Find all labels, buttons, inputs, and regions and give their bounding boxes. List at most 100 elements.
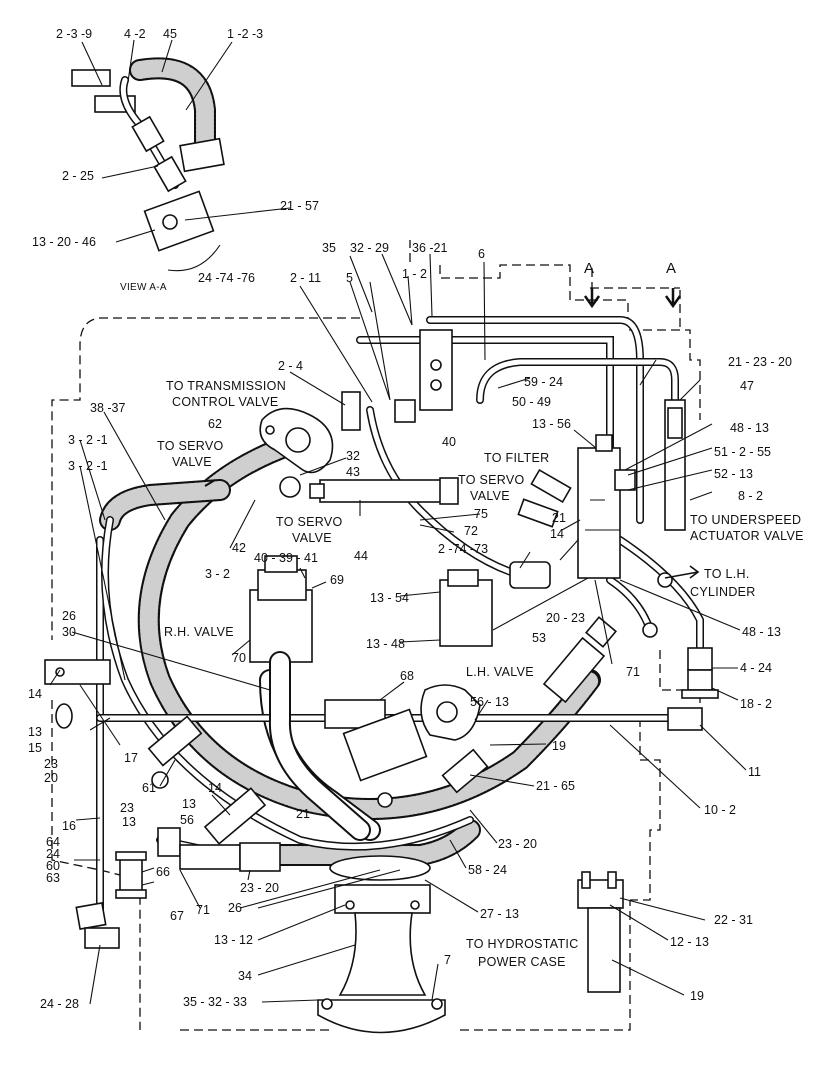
callout: 3 - 2 -1 [68, 433, 108, 447]
callout: 1 - 2 [402, 267, 427, 281]
note-hydrostatic-1: TO HYDROSTATIC [466, 937, 579, 951]
callout: 19 [552, 739, 566, 753]
components [44, 288, 719, 1034]
callout: 59 - 24 [524, 375, 563, 389]
callouts-top: 35 32 - 29 36 -21 1 - 2 6 24 -74 -76 2 -… [198, 241, 792, 503]
note-servo-a-1: TO SERVO [157, 439, 224, 453]
callout: 47 [740, 379, 754, 393]
callout: 21 - 23 - 20 [728, 355, 792, 369]
callout: 64 [46, 835, 60, 849]
note-transmission-1: TO TRANSMISSION [166, 379, 286, 393]
callout: 48 - 13 [742, 625, 781, 639]
callout: 40 - 39 - 41 [254, 551, 318, 565]
label-view-2-25: 2 - 25 [62, 169, 94, 183]
callout: 52 - 13 [714, 467, 753, 481]
label-view-13-20-46: 13 - 20 - 46 [32, 235, 96, 249]
callout: 13 - 48 [366, 637, 405, 651]
note-underspeed-1: TO UNDERSPEED [690, 513, 801, 527]
callout: 6 [478, 247, 485, 261]
callout: 19 [690, 989, 704, 1003]
callout: 60 [46, 859, 60, 873]
callout: 14 [550, 527, 564, 541]
callout: 58 - 24 [468, 863, 507, 877]
callout: 42 [232, 541, 246, 555]
callout: 63 [46, 871, 60, 885]
callout: 48 - 13 [730, 421, 769, 435]
callout: 18 - 2 [740, 697, 772, 711]
note-filter: TO FILTER [484, 451, 549, 465]
callout: 23 [44, 757, 58, 771]
note-servo-b-1: TO SERVO [276, 515, 343, 529]
view-labels: 2 -3 -9 4 -2 45 1 -2 -3 2 - 25 21 - 57 1… [32, 27, 676, 293]
callout: 61 [142, 781, 156, 795]
label-view-4-2: 4 -2 [124, 27, 146, 41]
callout: 69 [330, 573, 344, 587]
note-hydrostatic-2: POWER CASE [478, 955, 566, 969]
callout: 56 - 13 [470, 695, 509, 709]
callout: 62 [208, 417, 222, 431]
callout: 36 -21 [412, 241, 447, 255]
callout: 67 [170, 909, 184, 923]
note-servo-b-2: VALVE [292, 531, 332, 545]
callouts-bottom: 26 30 14 13 15 23 20 17 68 56 - 13 19 11… [28, 609, 761, 1011]
note-underspeed-2: ACTUATOR VALVE [690, 529, 804, 543]
callout: 71 [196, 903, 210, 917]
callout: 23 - 20 [498, 837, 537, 851]
callout: 13 [182, 797, 196, 811]
callout: 24 - 28 [40, 997, 79, 1011]
callout: 56 [180, 813, 194, 827]
callout: 13 - 12 [214, 933, 253, 947]
callout: 30 [62, 625, 76, 639]
callout: 68 [400, 669, 414, 683]
callout: 53 [532, 631, 546, 645]
note-servo-c-2: VALVE [470, 489, 510, 503]
callout: 21 - 65 [536, 779, 575, 793]
callout: 3 - 2 -1 [68, 459, 108, 473]
callout: 12 - 13 [670, 935, 709, 949]
callout: 51 - 2 - 55 [714, 445, 771, 459]
note-transmission-2: CONTROL VALVE [172, 395, 278, 409]
section-a-right: A [666, 260, 676, 277]
note-servo-c-1: TO SERVO [458, 473, 525, 487]
leader-lines [49, 39, 747, 1005]
callout: 11 [748, 765, 761, 779]
callouts-left: 38 -37 3 - 2 -1 3 - 2 -1 62 32 43 40 42 … [68, 401, 781, 711]
label-view-2-3-9: 2 -3 -9 [56, 27, 92, 41]
callout: 13 - 54 [370, 591, 409, 605]
view-caption: VIEW A-A [120, 282, 167, 293]
callout: 50 - 49 [512, 395, 551, 409]
callout: 27 - 13 [480, 907, 519, 921]
label-view-45: 45 [163, 27, 177, 41]
callout: 22 - 31 [714, 913, 753, 927]
callout: 32 [346, 449, 360, 463]
callout: 75 [474, 507, 488, 521]
callout: 17 [124, 751, 138, 765]
callout: 3 - 2 [205, 567, 230, 581]
callout: 16 [62, 819, 76, 833]
label-view-21-57: 21 - 57 [280, 199, 319, 213]
callout: 20 [44, 771, 58, 785]
callout: 21 [552, 511, 566, 525]
callout: 2 -74 -73 [438, 542, 488, 556]
callout: 35 [322, 241, 336, 255]
callout: 14 [208, 781, 222, 795]
callout: 24 -74 -76 [198, 271, 255, 285]
callout: 24 [46, 847, 60, 861]
callout: 8 - 2 [738, 489, 763, 503]
note-lh-cylinder-2: CYLINDER [690, 585, 756, 599]
note-servo-a-2: VALVE [172, 455, 212, 469]
callout: 26 [62, 609, 76, 623]
callout: 13 [122, 815, 136, 829]
callout: 38 -37 [90, 401, 125, 415]
callout: 2 - 4 [278, 359, 303, 373]
callout: 34 [238, 969, 252, 983]
callout: 23 [120, 801, 134, 815]
callout: 35 - 32 - 33 [183, 995, 247, 1009]
callout: 10 - 2 [704, 803, 736, 817]
callout: 2 - 11 [290, 271, 321, 285]
callout: 44 [354, 549, 368, 563]
callout: 13 [28, 725, 42, 739]
callout: 5 [346, 271, 353, 285]
view-a-a-inset [71, 57, 225, 272]
